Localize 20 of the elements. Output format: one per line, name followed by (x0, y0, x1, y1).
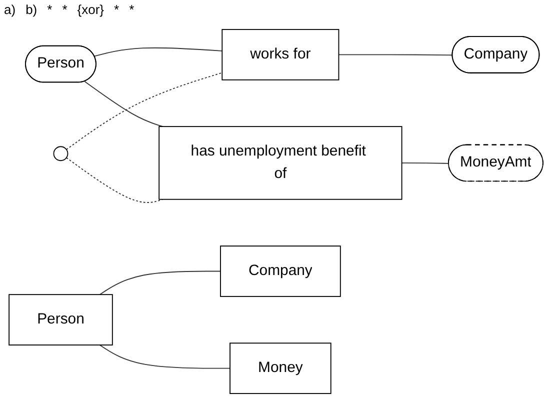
node-box: Money (230, 342, 332, 394)
node-box: has unemployment benefit of (158, 126, 402, 200)
annotation-text: a) (4, 2, 16, 17)
annotation-text: * (62, 2, 68, 17)
connector (338, 54, 454, 56)
annotation-text: * (47, 2, 52, 17)
node-box: works for (222, 29, 340, 80)
annotation-text: b) (26, 2, 38, 17)
annotation-text: * (129, 2, 134, 17)
connector (94, 47, 223, 57)
node-circle (53, 146, 68, 162)
connector (99, 344, 230, 369)
connector (401, 162, 450, 164)
connector (66, 72, 223, 150)
annotation-text: {xor} (77, 2, 104, 17)
connector (84, 81, 164, 128)
annotation-text: * (114, 2, 120, 17)
node-box: Company (220, 246, 341, 297)
connector (99, 270, 221, 296)
node-box: Person (8, 294, 113, 346)
